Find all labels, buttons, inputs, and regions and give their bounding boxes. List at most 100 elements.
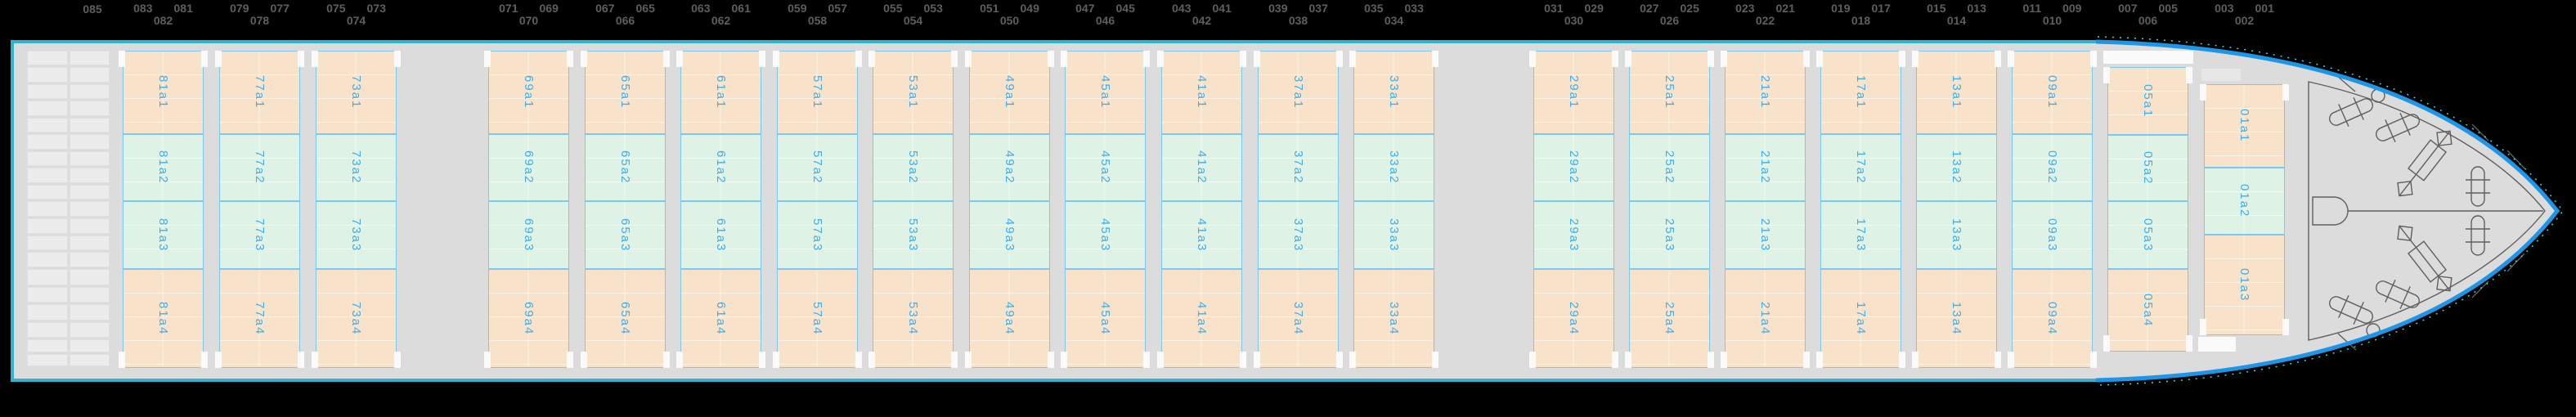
stowage-cell-17a1[interactable]: 17a1: [1820, 51, 1901, 134]
stowage-cell-65a4[interactable]: 65a4: [585, 269, 666, 368]
stowage-cell-45a3[interactable]: 45a3: [1065, 201, 1146, 269]
stowage-cell-45a2[interactable]: 45a2: [1065, 134, 1146, 201]
cell-id-label: 73a2: [349, 150, 363, 185]
hatch-corner-tab: [1899, 352, 1905, 368]
stowage-cell-77a4[interactable]: 77a4: [219, 269, 300, 368]
stowage-cell-37a3[interactable]: 37a3: [1258, 201, 1339, 269]
stowage-cell-33a1[interactable]: 33a1: [1353, 51, 1434, 134]
stowage-cell-17a2[interactable]: 17a2: [1820, 134, 1901, 201]
stowage-cell-33a2[interactable]: 33a2: [1353, 134, 1434, 201]
stowage-cell-73a2[interactable]: 73a2: [316, 134, 397, 201]
stowage-cell-05a2[interactable]: 05a2: [2107, 135, 2188, 201]
stowage-cell-65a3[interactable]: 65a3: [585, 201, 666, 269]
stowage-cell-69a1[interactable]: 69a1: [488, 51, 569, 134]
stowage-cell-61a2[interactable]: 61a2: [680, 134, 761, 201]
stowage-cell-05a1[interactable]: 05a1: [2107, 67, 2188, 135]
stowage-cell-01a3[interactable]: 01a3: [2204, 235, 2285, 335]
stowage-cell-33a4[interactable]: 33a4: [1353, 269, 1434, 368]
stowage-cell-61a1[interactable]: 61a1: [680, 51, 761, 134]
stowage-cell-41a4[interactable]: 41a4: [1161, 269, 1242, 368]
stowage-cell-33a3[interactable]: 33a3: [1353, 201, 1434, 269]
stowage-cell-09a1[interactable]: 09a1: [2012, 51, 2093, 134]
stowage-cell-37a2[interactable]: 37a2: [1258, 134, 1339, 201]
stowage-cell-69a2[interactable]: 69a2: [488, 134, 569, 201]
stowage-cell-73a1[interactable]: 73a1: [316, 51, 397, 134]
stowage-cell-73a3[interactable]: 73a3: [316, 201, 397, 269]
stowage-cell-77a3[interactable]: 77a3: [219, 201, 300, 269]
stowage-cell-81a3[interactable]: 81a3: [123, 201, 204, 269]
stowage-cell-41a1[interactable]: 41a1: [1161, 51, 1242, 134]
odd-bay-number: 003: [2215, 2, 2234, 15]
stowage-cell-81a4[interactable]: 81a4: [123, 269, 204, 368]
stowage-cell-05a4[interactable]: 05a4: [2107, 269, 2188, 352]
stowage-cell-37a1[interactable]: 37a1: [1258, 51, 1339, 134]
stowage-cell-09a4[interactable]: 09a4: [2012, 269, 2093, 368]
stowage-cell-69a4[interactable]: 69a4: [488, 269, 569, 368]
odd-bay-number: 033: [1404, 2, 1424, 15]
stowage-cell-57a1[interactable]: 57a1: [777, 51, 858, 134]
stowage-cell-05a3[interactable]: 05a3: [2107, 201, 2188, 269]
stowage-cell-01a1[interactable]: 01a1: [2204, 84, 2285, 168]
stowage-cell-25a3[interactable]: 25a3: [1629, 201, 1710, 269]
stowage-cell-45a1[interactable]: 45a1: [1065, 51, 1146, 134]
stowage-cell-57a2[interactable]: 57a2: [777, 134, 858, 201]
stowage-cell-13a4[interactable]: 13a4: [1916, 269, 1997, 368]
stowage-cell-45a4[interactable]: 45a4: [1065, 269, 1146, 368]
stowage-cell-13a3[interactable]: 13a3: [1916, 201, 1997, 269]
stowage-cell-81a2[interactable]: 81a2: [123, 134, 204, 201]
stowage-cell-01a2[interactable]: 01a2: [2204, 168, 2285, 235]
stowage-cell-21a3[interactable]: 21a3: [1725, 201, 1806, 269]
stowage-cell-09a2[interactable]: 09a2: [2012, 134, 2093, 201]
stowage-cell-69a3[interactable]: 69a3: [488, 201, 569, 269]
stowage-cell-13a2[interactable]: 13a2: [1916, 134, 1997, 201]
stowage-cell-73a4[interactable]: 73a4: [316, 269, 397, 368]
odd-bay-number: 073: [366, 2, 386, 15]
stowage-cell-61a4[interactable]: 61a4: [680, 269, 761, 368]
stern-grid-group: [27, 134, 110, 200]
stowage-cell-65a2[interactable]: 65a2: [585, 134, 666, 201]
stowage-cell-53a4[interactable]: 53a4: [873, 269, 954, 368]
stowage-cell-41a3[interactable]: 41a3: [1161, 201, 1242, 269]
stowage-cell-53a1[interactable]: 53a1: [873, 51, 954, 134]
stowage-cell-49a1[interactable]: 49a1: [969, 51, 1050, 134]
stowage-cell-25a4[interactable]: 25a4: [1629, 269, 1710, 368]
stowage-cell-77a1[interactable]: 77a1: [219, 51, 300, 134]
stowage-cell-77a2[interactable]: 77a2: [219, 134, 300, 201]
stowage-cell-21a1[interactable]: 21a1: [1725, 51, 1806, 134]
stowage-cell-49a2[interactable]: 49a2: [969, 134, 1050, 201]
stowage-cell-17a4[interactable]: 17a4: [1820, 269, 1901, 368]
stowage-cell-29a2[interactable]: 29a2: [1533, 134, 1614, 201]
stowage-cell-61a3[interactable]: 61a3: [680, 201, 761, 269]
stowage-cell-57a3[interactable]: 57a3: [777, 201, 858, 269]
stowage-cell-29a1[interactable]: 29a1: [1533, 51, 1614, 134]
stowage-cell-25a2[interactable]: 25a2: [1629, 134, 1710, 201]
stowage-cell-53a3[interactable]: 53a3: [873, 201, 954, 269]
hatch-corner-tab: [2186, 335, 2192, 352]
stowage-cell-81a1[interactable]: 81a1: [123, 51, 204, 134]
stern-compartment-cell: [69, 252, 110, 267]
stowage-cell-21a4[interactable]: 21a4: [1725, 269, 1806, 368]
stowage-cell-29a3[interactable]: 29a3: [1533, 201, 1614, 269]
stowage-cell-13a1[interactable]: 13a1: [1916, 51, 1997, 134]
hatch-corner-tab: [2103, 67, 2110, 83]
stowage-cell-41a2[interactable]: 41a2: [1161, 134, 1242, 201]
stern-compartment-cell: [69, 51, 110, 66]
stowage-cell-37a4[interactable]: 37a4: [1258, 269, 1339, 368]
stowage-cell-57a4[interactable]: 57a4: [777, 269, 858, 368]
stowage-cell-53a2[interactable]: 53a2: [873, 134, 954, 201]
stowage-cell-21a2[interactable]: 21a2: [1725, 134, 1806, 201]
odd-bay-number: 029: [1584, 2, 1604, 15]
hatch-corner-tab: [119, 352, 125, 368]
stowage-cell-49a4[interactable]: 49a4: [969, 269, 1050, 368]
stowage-cell-49a3[interactable]: 49a3: [969, 201, 1050, 269]
hatch-corner-tab: [1529, 352, 1536, 368]
stowage-cell-09a3[interactable]: 09a3: [2012, 201, 2093, 269]
stowage-cell-29a4[interactable]: 29a4: [1533, 269, 1614, 368]
stowage-cell-17a3[interactable]: 17a3: [1820, 201, 1901, 269]
stowage-cell-25a1[interactable]: 25a1: [1629, 51, 1710, 134]
stowage-cell-65a1[interactable]: 65a1: [585, 51, 666, 134]
